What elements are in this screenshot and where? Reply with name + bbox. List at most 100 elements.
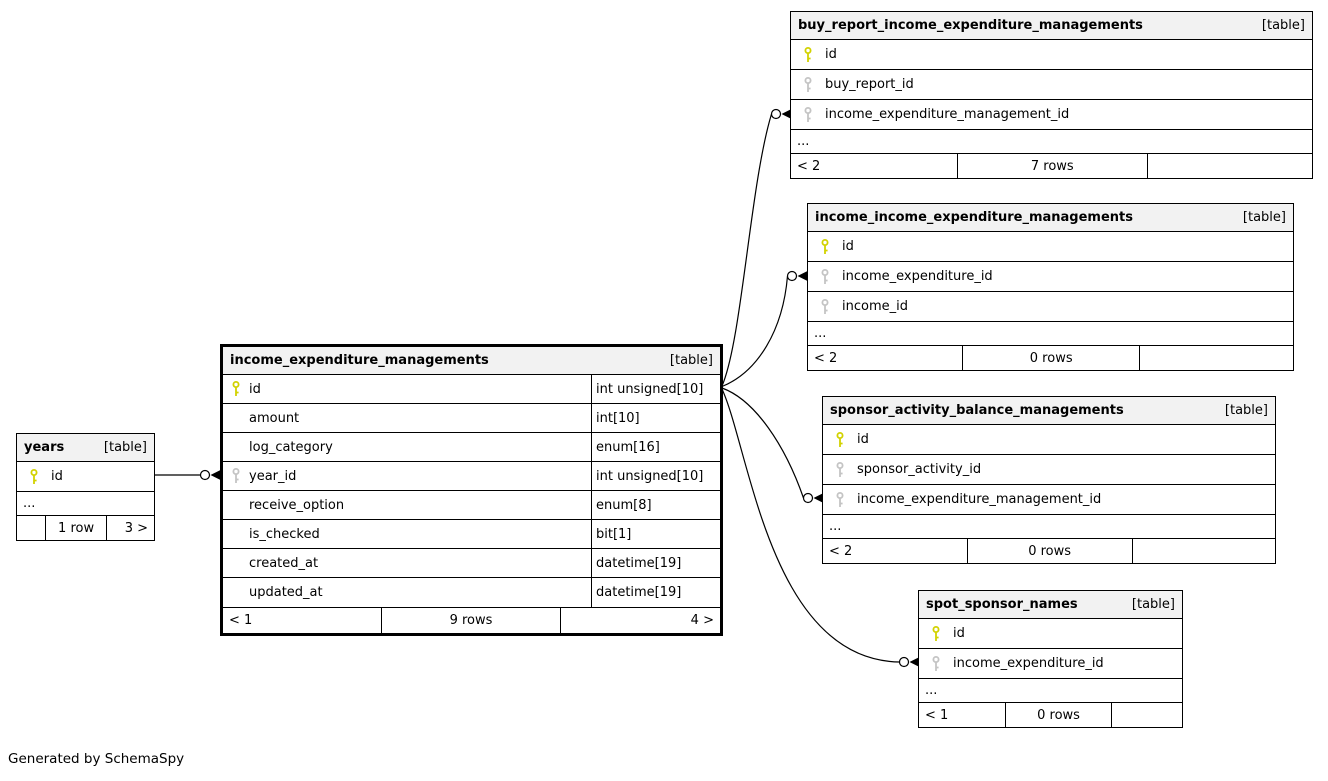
zero-or-one-circle — [199, 469, 211, 481]
column-type: enum[8] — [591, 491, 720, 519]
table-buy-report-income-expenditure-managements[interactable]: buy_report_income_expenditure_management… — [790, 11, 1313, 179]
footer-row-count: 7 rows — [958, 154, 1148, 178]
footer-parents: < 2 — [808, 346, 964, 370]
table-row: income_expenditure_id — [808, 262, 1293, 292]
column-name: id — [249, 381, 261, 397]
column-name: id — [842, 239, 854, 254]
column-name: updated_at — [249, 585, 323, 600]
foreign-key-icon — [931, 655, 941, 672]
table-row: id — [17, 462, 154, 492]
primary-key-icon — [931, 625, 941, 642]
relationship-line-id-to-spot-sponsor — [721, 388, 900, 663]
table-row: id — [823, 425, 1275, 455]
column-type: enum[16] — [591, 433, 720, 461]
column-name: income_expenditure_id — [953, 656, 1104, 671]
arrowhead-icon — [210, 470, 220, 480]
column-type: int[10] — [591, 404, 720, 432]
foreign-key-icon — [820, 298, 830, 315]
table-header[interactable]: buy_report_income_expenditure_management… — [791, 12, 1312, 40]
column-name: log_category — [249, 439, 333, 455]
relationship-line-id-to-buy-report — [721, 113, 773, 387]
table-income-income-expenditure-managements[interactable]: income_income_expenditure_managements [t… — [807, 203, 1294, 371]
table-row: id — [791, 40, 1312, 70]
table-row: updated_at datetime[19] — [223, 578, 720, 607]
table-footer: < 2 7 rows — [791, 154, 1312, 178]
foreign-key-icon — [803, 76, 813, 93]
table-badge: [table] — [103, 440, 147, 455]
column-type: datetime[19] — [591, 549, 720, 577]
table-header[interactable]: income_expenditure_managements [table] — [223, 347, 720, 375]
table-title: years — [24, 440, 65, 455]
table-row: id int unsigned[10] — [223, 375, 720, 404]
table-row: id — [808, 232, 1293, 262]
table-header[interactable]: spot_sponsor_names [table] — [919, 591, 1182, 619]
table-row: year_id int unsigned[10] — [223, 462, 720, 491]
table-badge: [table] — [1224, 403, 1268, 418]
table-header[interactable]: sponsor_activity_balance_managements [ta… — [823, 397, 1275, 425]
table-years[interactable]: years [table] id ... 1 row 3 > — [16, 433, 155, 541]
more-columns-indicator: ... — [823, 515, 1275, 539]
column-name: created_at — [249, 555, 319, 571]
foreign-key-icon — [835, 461, 845, 478]
table-header[interactable]: income_income_expenditure_managements [t… — [808, 204, 1293, 232]
zero-or-one-circle — [786, 270, 798, 282]
primary-key-icon — [803, 46, 813, 63]
column-name: income_expenditure_management_id — [857, 492, 1102, 507]
table-badge: [table] — [1242, 210, 1286, 225]
column-name: buy_report_id — [825, 77, 914, 92]
primary-key-icon — [835, 431, 845, 448]
foreign-key-icon — [820, 268, 830, 285]
arrowhead-icon — [797, 271, 807, 281]
arrowhead-icon — [813, 493, 823, 503]
table-title: income_income_expenditure_managements — [815, 210, 1133, 225]
table-row: receive_option enum[8] — [223, 491, 720, 520]
footer-children: 3 > — [124, 520, 148, 536]
column-type: datetime[19] — [591, 578, 720, 607]
table-sponsor-activity-balance-managements[interactable]: sponsor_activity_balance_managements [ta… — [822, 396, 1276, 564]
primary-key-icon — [231, 381, 241, 397]
table-row: sponsor_activity_id — [823, 455, 1275, 485]
table-badge: [table] — [1131, 597, 1175, 612]
table-row: created_at datetime[19] — [223, 549, 720, 578]
table-title: buy_report_income_expenditure_management… — [798, 18, 1143, 33]
footer-children — [1112, 703, 1182, 727]
table-title: spot_sponsor_names — [926, 597, 1078, 612]
table-row: income_expenditure_id — [919, 649, 1182, 679]
arrowhead-icon — [781, 109, 791, 119]
table-footer: 1 row 3 > — [17, 516, 154, 540]
table-income-expenditure-managements[interactable]: income_expenditure_managements [table] i… — [220, 344, 723, 636]
zero-or-one-circle — [898, 656, 910, 668]
more-columns-indicator: ... — [808, 322, 1293, 346]
column-name: is_checked — [249, 526, 320, 542]
foreign-key-icon — [231, 468, 241, 484]
relationship-line-id-to-sponsor-activity — [721, 387, 805, 499]
footer-parents: < 1 — [223, 608, 383, 633]
column-name: id — [825, 47, 837, 62]
table-row: amount int[10] — [223, 404, 720, 433]
column-name: id — [51, 469, 63, 484]
footer-parents: < 1 — [919, 703, 1006, 727]
table-badge: [table] — [1261, 18, 1305, 33]
table-spot-sponsor-names[interactable]: spot_sponsor_names [table] id income_exp… — [918, 590, 1183, 728]
table-header[interactable]: years [table] — [17, 434, 154, 462]
footer-children — [1140, 346, 1293, 370]
table-badge: [table] — [669, 353, 713, 368]
column-name: receive_option — [249, 497, 345, 513]
more-columns-indicator: ... — [919, 679, 1182, 703]
table-footer: < 2 0 rows — [823, 539, 1275, 563]
column-name: id — [953, 626, 965, 641]
footer-children — [1133, 539, 1275, 563]
column-name: id — [857, 432, 869, 447]
foreign-key-icon — [803, 106, 813, 123]
column-name: income_id — [842, 299, 908, 314]
table-row: log_category enum[16] — [223, 433, 720, 462]
table-footer: < 2 0 rows — [808, 346, 1293, 370]
footer-row-count: 0 rows — [963, 346, 1141, 370]
column-name: amount — [249, 410, 300, 426]
zero-or-one-circle — [770, 108, 782, 120]
arrowhead-icon — [909, 657, 919, 667]
column-type: int unsigned[10] — [591, 375, 720, 403]
column-type: bit[1] — [591, 520, 720, 548]
table-row: buy_report_id — [791, 70, 1312, 100]
